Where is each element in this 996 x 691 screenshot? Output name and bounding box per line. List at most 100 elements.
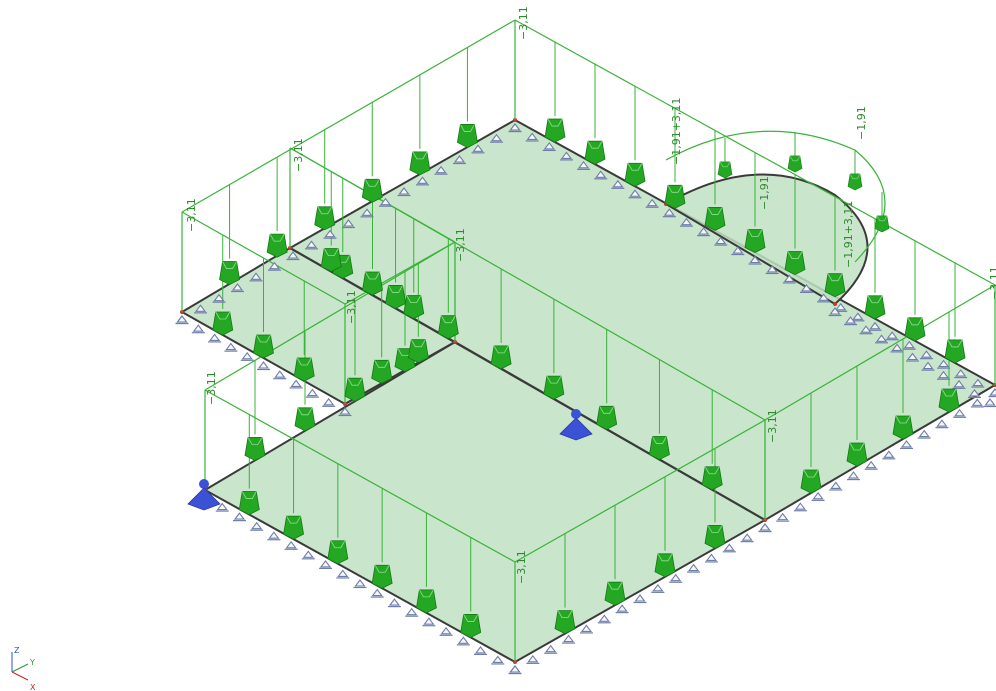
downward-load-arrow-icon[interactable] (554, 610, 576, 634)
pinned-support-icon[interactable] (256, 361, 271, 371)
pinned-support-icon[interactable] (289, 379, 304, 389)
downward-load-arrow-icon[interactable] (361, 178, 383, 203)
pinned-support-icon[interactable] (266, 531, 281, 541)
downward-load-arrow-icon[interactable] (460, 614, 482, 638)
pinned-support-icon[interactable] (952, 409, 967, 418)
downward-load-arrow-icon[interactable] (320, 248, 342, 272)
pinned-support-icon[interactable] (174, 315, 190, 325)
downward-load-arrow-icon[interactable] (253, 334, 274, 359)
downward-load-arrow-icon[interactable] (409, 151, 431, 176)
pinned-support-icon[interactable] (757, 523, 773, 533)
downward-load-arrow-icon[interactable] (283, 515, 304, 540)
downward-load-arrow-icon[interactable] (416, 589, 437, 614)
downward-load-arrow-icon[interactable] (584, 140, 606, 165)
pinned-support-icon[interactable] (525, 655, 540, 664)
downward-load-arrow-icon[interactable] (624, 162, 646, 187)
pinned-support-icon[interactable] (561, 634, 576, 644)
pinned-support-icon[interactable] (668, 574, 683, 583)
downward-load-arrow-icon[interactable] (717, 161, 733, 179)
node-point[interactable] (833, 302, 837, 306)
pinned-support-icon[interactable] (318, 560, 333, 569)
downward-load-arrow-icon[interactable] (787, 155, 803, 173)
surface-slab-arc[interactable] (664, 173, 869, 306)
downward-load-arrow-icon[interactable] (938, 388, 960, 413)
pinned-support-icon[interactable] (439, 627, 454, 636)
downward-load-arrow-icon[interactable] (212, 311, 234, 336)
pinned-support-icon[interactable] (775, 513, 790, 522)
downward-load-arrow-icon[interactable] (385, 285, 406, 309)
downward-load-arrow-icon[interactable] (219, 261, 240, 285)
pinned-support-icon[interactable] (249, 522, 264, 531)
pinned-support-icon[interactable] (232, 512, 247, 522)
pinned-support-icon[interactable] (917, 429, 932, 439)
pinned-support-icon[interactable] (284, 541, 299, 550)
pinned-support-icon[interactable] (404, 608, 419, 617)
pinned-support-icon[interactable] (899, 440, 914, 450)
pinned-support-icon[interactable] (456, 636, 471, 646)
pinned-support-icon[interactable] (421, 617, 436, 627)
downward-load-arrow-icon[interactable] (904, 317, 926, 342)
downward-load-arrow-icon[interactable] (403, 295, 425, 319)
point-support-pyramid-icon[interactable] (187, 479, 221, 511)
downward-load-arrow-icon[interactable] (362, 271, 383, 296)
pinned-support-icon[interactable] (207, 333, 222, 343)
downward-load-arrow-icon[interactable] (293, 357, 315, 382)
pinned-support-icon[interactable] (881, 450, 896, 460)
downward-load-arrow-icon[interactable] (664, 184, 686, 209)
pinned-support-icon[interactable] (864, 461, 879, 470)
downward-load-arrow-icon[interactable] (238, 491, 260, 515)
downward-load-arrow-icon[interactable] (847, 173, 863, 191)
pinned-support-icon[interactable] (934, 419, 950, 429)
downward-load-arrow-icon[interactable] (800, 469, 822, 494)
pinned-support-icon[interactable] (490, 655, 505, 665)
pinned-support-icon[interactable] (352, 579, 368, 589)
downward-load-arrow-icon[interactable] (596, 405, 618, 430)
pinned-support-icon[interactable] (597, 614, 612, 624)
downward-load-arrow-icon[interactable] (490, 345, 512, 370)
pinned-support-icon[interactable] (272, 370, 287, 380)
downward-load-arrow-icon[interactable] (371, 359, 393, 384)
pinned-support-icon[interactable] (686, 563, 701, 573)
pinned-support-icon[interactable] (301, 550, 316, 560)
downward-load-arrow-icon[interactable] (266, 233, 288, 258)
pinned-support-icon[interactable] (191, 324, 206, 334)
pinned-support-icon[interactable] (828, 481, 843, 491)
pinned-support-icon[interactable] (982, 398, 996, 408)
downward-load-arrow-icon[interactable] (604, 581, 626, 606)
downward-load-arrow-icon[interactable] (874, 215, 890, 233)
pinned-support-icon[interactable] (370, 588, 385, 598)
downward-load-arrow-icon[interactable] (371, 564, 393, 589)
pinned-support-icon[interactable] (305, 389, 320, 398)
downward-load-arrow-icon[interactable] (294, 407, 316, 432)
pinned-support-icon[interactable] (579, 624, 594, 634)
downward-load-arrow-icon[interactable] (314, 206, 336, 231)
downward-load-arrow-icon[interactable] (784, 251, 806, 275)
pinned-support-icon[interactable] (740, 533, 755, 543)
downward-load-arrow-icon[interactable] (544, 118, 566, 143)
pinned-support-icon[interactable] (473, 646, 488, 655)
pinned-support-icon[interactable] (704, 553, 719, 563)
pinned-support-icon[interactable] (970, 398, 985, 408)
pinned-support-icon[interactable] (793, 502, 808, 512)
pinned-support-icon[interactable] (632, 594, 648, 604)
downward-load-arrow-icon[interactable] (892, 415, 914, 440)
downward-load-arrow-icon[interactable] (244, 436, 266, 461)
pinned-support-icon[interactable] (722, 543, 737, 553)
downward-load-arrow-icon[interactable] (543, 375, 565, 400)
pinned-support-icon[interactable] (846, 471, 861, 481)
downward-load-arrow-icon[interactable] (327, 540, 349, 565)
pinned-support-icon[interactable] (615, 604, 630, 614)
downward-load-arrow-icon[interactable] (457, 124, 478, 148)
point-support-pyramid-icon[interactable] (559, 409, 593, 441)
downward-load-arrow-icon[interactable] (407, 339, 429, 364)
downward-load-arrow-icon[interactable] (649, 436, 670, 460)
downward-load-arrow-icon[interactable] (704, 525, 726, 549)
pinned-support-icon[interactable] (650, 584, 665, 593)
downward-load-arrow-icon[interactable] (704, 207, 726, 231)
pinned-support-icon[interactable] (507, 665, 523, 675)
pinned-support-icon[interactable] (543, 645, 558, 654)
downward-load-arrow-icon[interactable] (744, 229, 766, 253)
pinned-support-icon[interactable] (987, 388, 996, 398)
